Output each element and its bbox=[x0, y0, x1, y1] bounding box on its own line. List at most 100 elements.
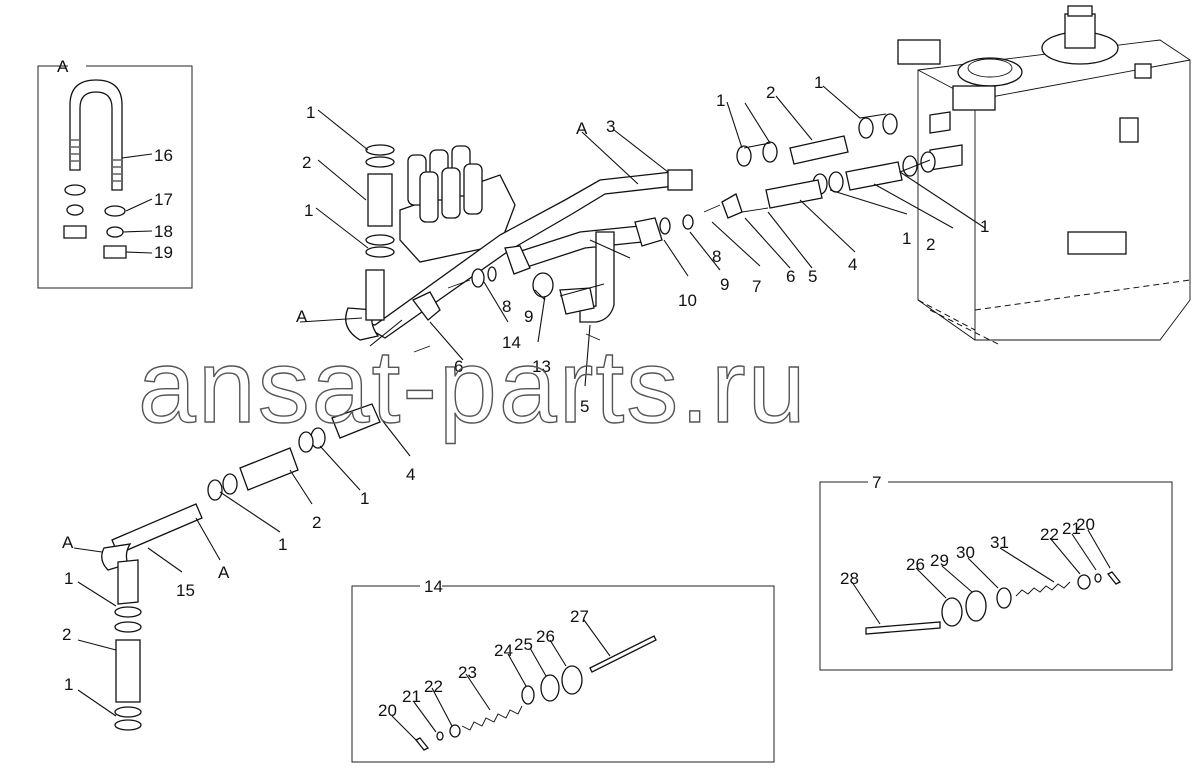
callout-a-1: A bbox=[576, 119, 588, 138]
callout-9: 9 bbox=[720, 275, 729, 294]
flange-6 bbox=[721, 193, 743, 219]
callout-1-i: 1 bbox=[360, 489, 369, 508]
label-7-20: 20 bbox=[1076, 515, 1095, 534]
washer-21 bbox=[436, 731, 444, 741]
callout-2-f: 2 bbox=[62, 625, 71, 644]
callout-2-b: 2 bbox=[766, 83, 775, 102]
label-14-27: 27 bbox=[570, 607, 589, 626]
spring-23 bbox=[461, 705, 523, 731]
callout-15: 15 bbox=[176, 581, 195, 600]
hose-2-lower bbox=[845, 161, 903, 191]
tank-filler-cap bbox=[957, 57, 1023, 87]
u-bolt bbox=[69, 79, 123, 191]
callout-8-b: 8 bbox=[502, 297, 511, 316]
washer-17 bbox=[104, 205, 126, 217]
rod-27 bbox=[589, 635, 657, 673]
label-17: 17 bbox=[154, 190, 173, 209]
label-14-23: 23 bbox=[458, 663, 477, 682]
riser-pipe bbox=[365, 269, 385, 321]
flange-half-left bbox=[504, 245, 531, 275]
callout-1-f: 1 bbox=[980, 217, 989, 236]
callout-2-a: 2 bbox=[302, 153, 311, 172]
label-7-26: 26 bbox=[906, 555, 925, 574]
callout-1-e: 1 bbox=[902, 229, 911, 248]
callout-9-b: 9 bbox=[524, 307, 533, 326]
callout-1-j: 1 bbox=[278, 535, 287, 554]
pipe-4-upper bbox=[765, 179, 823, 209]
callout-labels: 1 2 1 1 2 1 A 3 1 2 1 1 2 1 4 5 6 7 9 8 … bbox=[62, 73, 989, 694]
label-7-22: 22 bbox=[1040, 525, 1059, 544]
poppet-25 bbox=[540, 674, 560, 702]
callout-leaders bbox=[73, 85, 986, 717]
hose-2-upper bbox=[789, 135, 849, 165]
nut-19 bbox=[103, 245, 127, 259]
callout-1-l: 1 bbox=[64, 675, 73, 694]
detail-7-title: 7 bbox=[872, 473, 881, 492]
callout-13: 13 bbox=[532, 357, 551, 376]
label-7-30: 30 bbox=[956, 543, 975, 562]
callout-1-d: 1 bbox=[814, 73, 823, 92]
seat-26 bbox=[561, 665, 583, 695]
rod-28 bbox=[865, 621, 941, 635]
callout-10: 10 bbox=[678, 291, 697, 310]
label-16: 16 bbox=[154, 146, 173, 165]
callout-7: 7 bbox=[752, 277, 761, 296]
washer-7-21 bbox=[1094, 573, 1102, 583]
washer-a1 bbox=[64, 184, 86, 196]
label-7-29: 29 bbox=[930, 551, 949, 570]
callout-1-a: 1 bbox=[306, 103, 315, 122]
label-7-28: 28 bbox=[840, 569, 859, 588]
o-ring-13 bbox=[532, 272, 554, 298]
tank-bracket-left bbox=[897, 39, 941, 65]
pin-20 bbox=[414, 737, 430, 751]
poppet-29 bbox=[965, 590, 987, 622]
spring-31 bbox=[1015, 581, 1071, 597]
pipe-4-lower bbox=[331, 403, 381, 439]
callout-1-k: 1 bbox=[64, 569, 73, 588]
label-14-22: 22 bbox=[424, 677, 443, 696]
label-18: 18 bbox=[154, 222, 173, 241]
callout-6: 6 bbox=[786, 267, 795, 286]
flange-half-right bbox=[634, 217, 663, 247]
callout-14: 14 bbox=[502, 333, 521, 352]
tank-sight-glass bbox=[1119, 117, 1139, 143]
hose-upper-left bbox=[367, 173, 393, 227]
detail-panel-a: A 16 17 18 19 bbox=[37, 57, 193, 289]
flange-left bbox=[412, 291, 441, 321]
callout-4: 4 bbox=[848, 255, 857, 274]
label-14-21: 21 bbox=[402, 687, 421, 706]
callout-a-4: A bbox=[218, 563, 230, 582]
washer-18 bbox=[106, 226, 124, 238]
pin-7-20 bbox=[1106, 571, 1122, 585]
label-7-31: 31 bbox=[990, 533, 1009, 552]
lower-pipe-chain bbox=[101, 403, 381, 731]
tank-motor bbox=[1064, 13, 1096, 49]
callout-6-b: 6 bbox=[454, 357, 463, 376]
label-7-21: 21 bbox=[1062, 519, 1081, 538]
callout-5: 5 bbox=[808, 267, 817, 286]
callout-3: 3 bbox=[606, 117, 615, 136]
callout-1-b: 1 bbox=[304, 201, 313, 220]
hose-2-bottom bbox=[115, 639, 141, 703]
hose-2-lower-chain bbox=[239, 447, 299, 491]
washer-a2 bbox=[66, 204, 84, 216]
upper-return-pipe bbox=[345, 169, 693, 341]
suction-pipe-10 bbox=[412, 217, 663, 323]
detail-panel-14: 14 20 21 22 23 24 25 26 27 bbox=[351, 577, 775, 763]
callout-8: 8 bbox=[712, 247, 721, 266]
tank-bracket-mid bbox=[952, 85, 996, 111]
label-19: 19 bbox=[154, 243, 173, 262]
detail-panel-7: 7 28 26 29 30 31 22 21 20 bbox=[819, 473, 1173, 671]
label-14-26: 26 bbox=[536, 627, 555, 646]
callout-a-2: A bbox=[296, 307, 308, 326]
callout-1-c: 1 bbox=[716, 91, 725, 110]
label-14-24: 24 bbox=[494, 641, 513, 660]
callout-a-3: A bbox=[62, 533, 74, 552]
upper-hose-chain bbox=[365, 113, 936, 258]
split-flange-lower bbox=[559, 287, 595, 315]
label-14-20: 20 bbox=[378, 701, 397, 720]
label-14-25: 25 bbox=[514, 635, 533, 654]
callout-4-b: 4 bbox=[406, 465, 415, 484]
detail-a-title: A bbox=[57, 57, 69, 76]
